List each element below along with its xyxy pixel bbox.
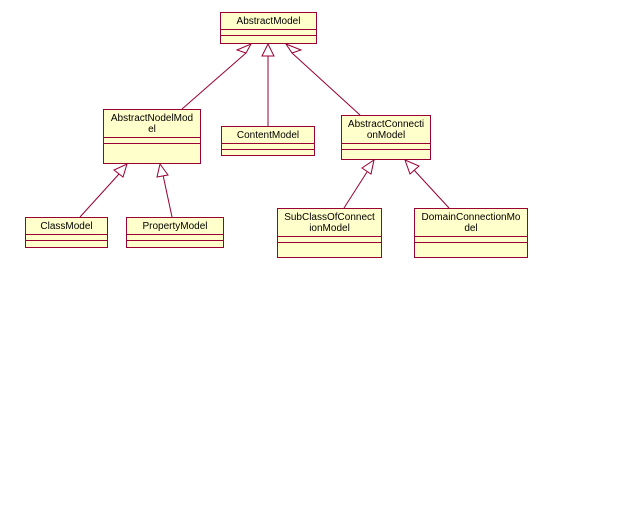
attributes-compartment [415,237,527,243]
inheritance-line [162,174,173,218]
operations-compartment [127,241,223,247]
generalization-subclassof-connection-model-to-abstract-connection-model [343,158,375,209]
class-name: DomainConnectionMo del [415,209,527,237]
inheritance-arrowhead [284,42,303,54]
attributes-compartment [104,138,200,144]
inheritance-line [291,52,361,116]
operations-compartment [342,150,430,159]
class-abstract-node-model[interactable]: AbstractNodelMod el [103,109,201,164]
inheritance-arrowhead [113,163,128,178]
inheritance-arrowhead [261,42,275,57]
inheritance-line [181,52,247,110]
class-class-model[interactable]: ClassModel [25,217,108,248]
generalization-abstract-connection-model-to-abstract-model [284,42,361,116]
class-name: AbstractModel [221,13,316,30]
operations-compartment [104,144,200,163]
class-abstract-model[interactable]: AbstractModel [220,12,317,44]
class-name: AbstractConnecti onModel [342,116,430,144]
class-property-model[interactable]: PropertyModel [126,217,224,248]
class-name: SubClassOfConnect ionModel [278,209,381,237]
inheritance-line [343,171,368,209]
attributes-compartment [342,144,430,150]
class-name: ClassModel [26,218,107,235]
operations-compartment [221,36,316,43]
inheritance-arrowhead [156,162,169,178]
attributes-compartment [127,235,223,241]
generalization-class-model-to-abstract-node-model [79,163,128,218]
operations-compartment [415,243,527,257]
class-name: AbstractNodelMod el [104,110,200,138]
operations-compartment [222,150,314,155]
class-content-model[interactable]: ContentModel [221,126,315,156]
generalization-property-model-to-abstract-node-model [156,162,173,218]
class-name: PropertyModel [127,218,223,235]
class-name: ContentModel [222,127,314,144]
inheritance-arrowhead [404,159,420,175]
inheritance-arrowhead [361,158,375,175]
inheritance-line [413,169,450,209]
generalization-domain-connection-model-to-abstract-connection-model [404,159,450,209]
attributes-compartment [221,30,316,36]
operations-compartment [278,243,381,257]
inheritance-line [79,173,120,218]
class-abstract-connection-model[interactable]: AbstractConnecti onModel [341,115,431,160]
operations-compartment [26,241,107,247]
generalization-content-model-to-abstract-model [261,42,275,126]
inheritance-arrowhead [235,42,253,54]
attributes-compartment [26,235,107,241]
class-domain-connection-model[interactable]: DomainConnectionMo del [414,208,528,258]
attributes-compartment [222,144,314,150]
generalization-abstract-node-model-to-abstract-model [181,42,253,110]
class-subclassof-connection-model[interactable]: SubClassOfConnect ionModel [277,208,382,258]
generalization-edges [79,42,450,218]
attributes-compartment [278,237,381,243]
